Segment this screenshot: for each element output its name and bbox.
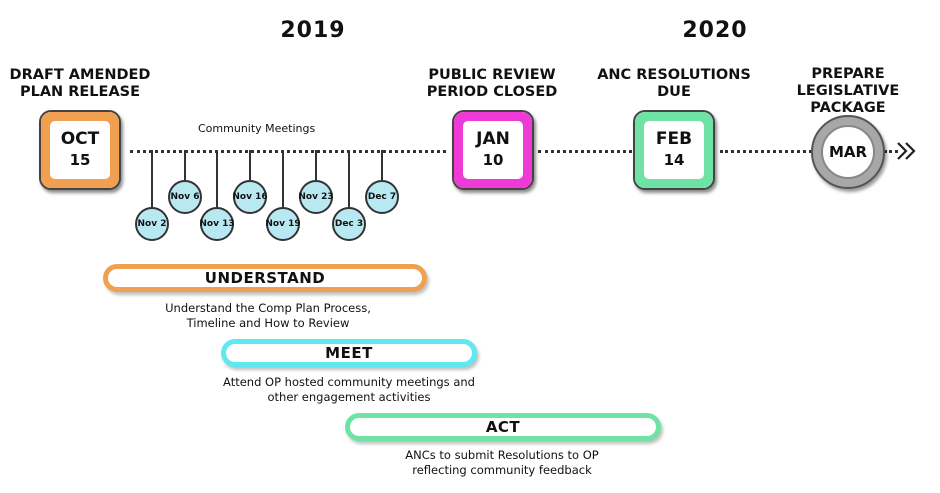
meeting-date-nov23: Nov 23 [298, 180, 334, 214]
date-box-label: OCT 15 [50, 121, 110, 179]
meeting-stem [315, 150, 317, 180]
date-circle-mar: MAR [811, 115, 885, 189]
milestone-title-oct: DRAFT AMENDED PLAN RELEASE [9, 67, 151, 100]
phase-bar-act: ACT [345, 413, 661, 441]
meeting-date-dec7: Dec 7 [365, 180, 399, 214]
milestone-title-feb: ANC RESOLUTIONS DUE [597, 67, 751, 100]
date-box-jan: JAN 10 [452, 110, 534, 190]
date-month: OCT [60, 129, 100, 149]
phase-title-act: ACT [485, 418, 521, 436]
date-day: 15 [69, 151, 91, 169]
community-meetings-label: Community Meetings [198, 122, 316, 135]
phase-desc-understand: Understand the Comp Plan Process, Timeli… [165, 301, 371, 330]
year-2020: 2020 [682, 18, 748, 43]
meeting-stem [216, 150, 218, 207]
date-day: 14 [663, 151, 685, 169]
meeting-stem [381, 150, 383, 180]
meeting-stem [184, 150, 186, 180]
chevron-right-icon [897, 142, 916, 160]
phase-bar-meet: MEET [221, 339, 477, 367]
date-month: JAN [476, 129, 510, 149]
meeting-date-nov16: Nov 16 [232, 180, 268, 214]
meeting-date-nov6: Nov 6 [168, 180, 202, 214]
date-box-feb: FEB 14 [633, 110, 715, 190]
timeline-dotted-line [884, 150, 898, 153]
meeting-date-dec3: Dec 3 [332, 207, 366, 241]
meeting-stem [282, 150, 284, 207]
year-2019: 2019 [280, 18, 346, 43]
phase-title-meet: MEET [325, 344, 373, 362]
meeting-date-nov2: Nov 2 [135, 207, 169, 241]
phase-title-understand: UNDERSTAND [204, 269, 326, 287]
meeting-date-nov19: Nov 19 [265, 207, 301, 241]
date-month: FEB [655, 129, 693, 149]
milestone-title-jan: PUBLIC REVIEW PERIOD CLOSED [426, 67, 558, 100]
date-box-label: JAN 10 [463, 121, 523, 179]
meeting-stem [151, 150, 153, 207]
phase-desc-meet: Attend OP hosted community meetings and … [223, 375, 475, 404]
date-box-oct: OCT 15 [39, 110, 121, 190]
phase-desc-act: ANCs to submit Resolutions to OP reflect… [405, 448, 599, 477]
timeline-dotted-line [538, 150, 632, 153]
timeline-dotted-line [720, 150, 812, 153]
meeting-stem [348, 150, 350, 207]
date-month: MAR [821, 125, 875, 179]
milestone-title-mar: PREPARE LEGISLATIVE PACKAGE [796, 66, 900, 116]
date-day: 10 [482, 151, 504, 169]
phase-bar-understand: UNDERSTAND [103, 264, 427, 292]
timeline-dotted-line [130, 150, 446, 153]
meeting-date-nov13: Nov 13 [199, 207, 235, 241]
meeting-stem [249, 150, 251, 180]
date-box-label: FEB 14 [644, 121, 704, 179]
